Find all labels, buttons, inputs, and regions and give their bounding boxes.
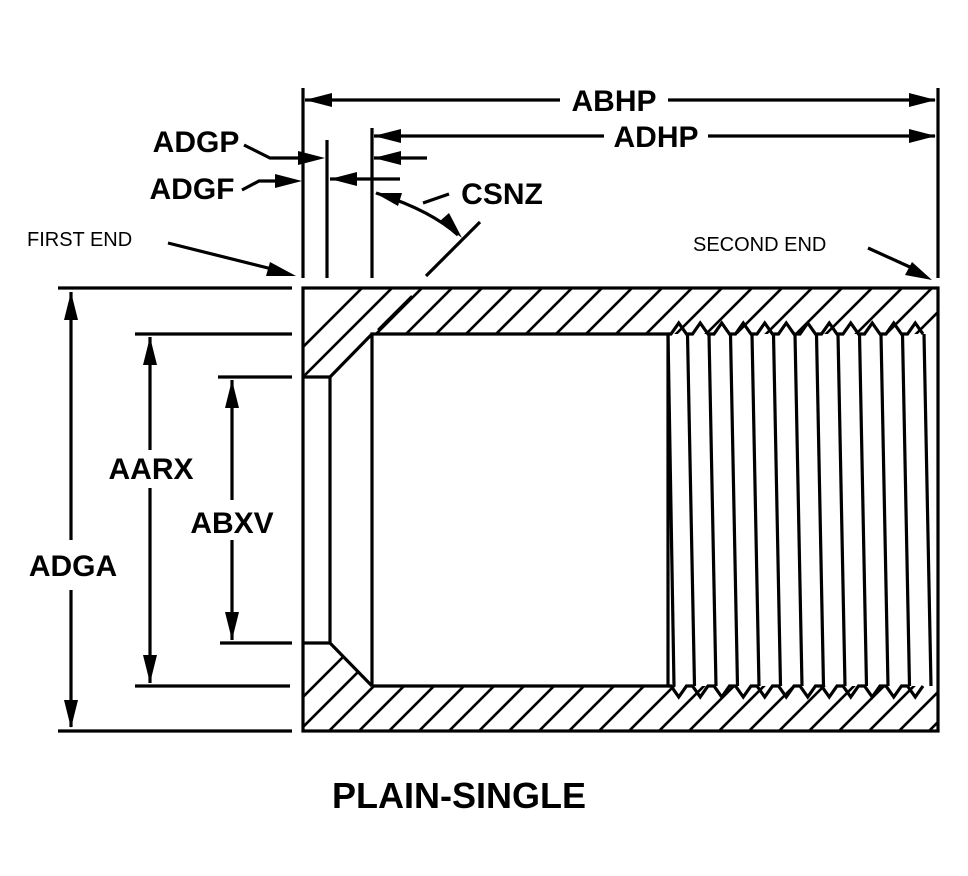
dimension-adga: ADGA	[29, 292, 117, 728]
hatch-line	[869, 643, 938, 731]
thread-flank	[685, 333, 697, 687]
hatch-accent	[377, 295, 413, 331]
hatch-line	[449, 643, 581, 731]
label-adgp: ADGP	[153, 126, 240, 159]
hatch-line	[359, 643, 491, 731]
hatch-line	[509, 643, 641, 731]
first-end-callout: FIRST END	[27, 229, 296, 276]
label-second-end: SECOND END	[693, 234, 826, 256]
dimension-adgp: ADGP	[153, 126, 427, 165]
hatch-line	[329, 643, 461, 731]
dimension-abhp: ABHP	[305, 85, 936, 118]
counterbore-outline	[303, 375, 332, 645]
chamfer-bottom	[328, 641, 374, 688]
hatch-bottom-wall	[303, 630, 968, 760]
label-adhp: ADHP	[613, 121, 698, 154]
label-abhp: ABHP	[571, 85, 656, 118]
dimension-abxv: ABXV	[190, 380, 274, 640]
thread-flank	[922, 333, 933, 687]
hatch-line	[599, 643, 731, 731]
hatch-line	[303, 288, 411, 377]
label-csnz: CSNZ	[461, 178, 543, 211]
thread-flank	[857, 333, 869, 687]
thread-crest-top	[668, 320, 925, 336]
thread-flank	[793, 333, 804, 687]
label-adgf: ADGF	[150, 173, 235, 206]
hatch-line	[479, 643, 611, 731]
fitting-section	[301, 270, 968, 760]
label-first-end: FIRST END	[27, 229, 132, 251]
label-abxv: ABXV	[190, 507, 273, 540]
thread-flank	[666, 333, 676, 687]
hatch-line	[960, 630, 968, 760]
hatch-line	[303, 643, 431, 731]
hatch-line	[389, 643, 521, 731]
extension-lines	[58, 88, 940, 733]
thread-crest-bottom	[668, 684, 925, 700]
hatch-line	[749, 643, 881, 731]
thread-flank	[707, 333, 718, 687]
dimension-adhp: ADHP	[374, 121, 936, 154]
hatch-line	[303, 288, 381, 377]
drawing-caption: PLAIN-SINGLE	[332, 775, 586, 816]
bore-outline	[370, 332, 670, 688]
hatch-line	[419, 643, 551, 731]
dimension-aarx: AARX	[108, 337, 194, 683]
thread-section	[666, 320, 933, 700]
outer-outline	[301, 286, 940, 733]
thread-flank	[836, 333, 847, 687]
label-adga: ADGA	[29, 550, 117, 583]
dimension-adgf: ADGF	[150, 172, 400, 206]
thread-flank	[879, 333, 890, 687]
label-aarx: AARX	[108, 453, 193, 486]
thread-flank	[771, 333, 783, 687]
hatch-line	[539, 643, 671, 731]
dimension-csnz: CSNZ	[375, 178, 543, 278]
hatch-line	[303, 643, 371, 731]
thread-flank	[814, 333, 826, 687]
thread-flank	[900, 333, 912, 687]
hatch-line	[940, 270, 968, 400]
hatch-line	[839, 643, 938, 731]
thread-flank	[728, 333, 740, 687]
second-end-callout: SECOND END	[693, 234, 932, 280]
thread-flank	[750, 333, 761, 687]
chamfer-top	[328, 332, 374, 379]
